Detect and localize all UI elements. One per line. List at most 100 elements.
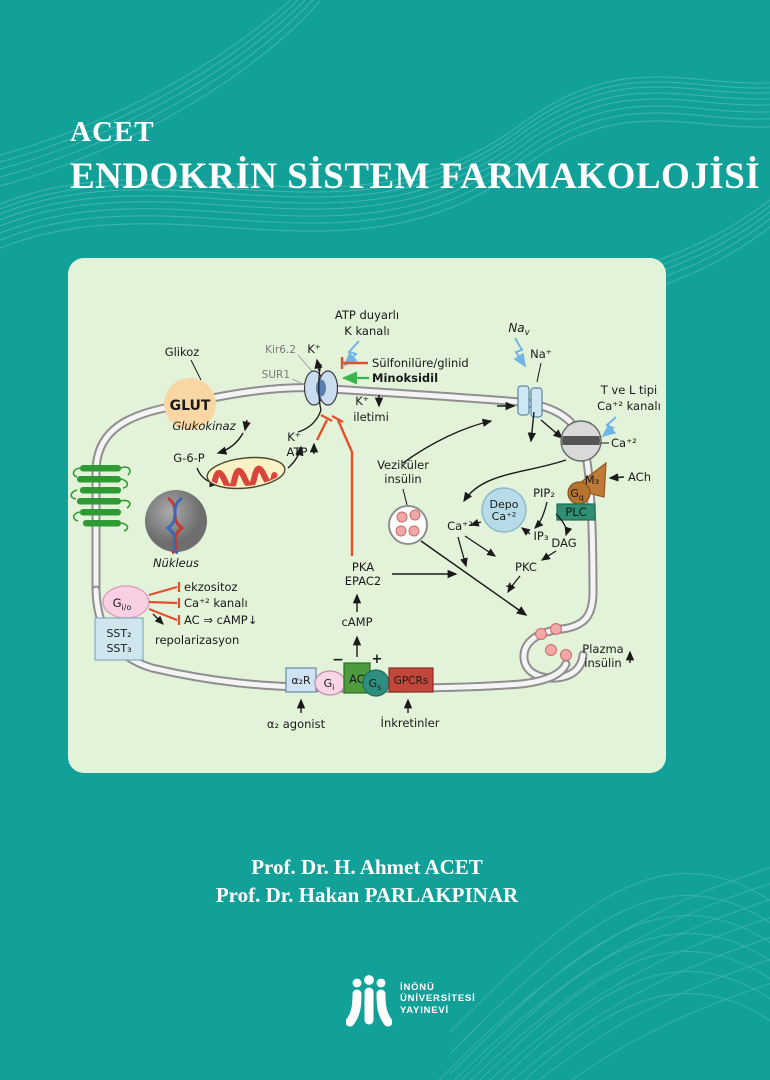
label-k-below: K⁺ [287,430,301,444]
mito-to-atp-arrow [287,445,304,469]
label-minus: − [332,652,344,668]
store-to-ca-arrow [469,519,482,527]
label-vezikuler-2: insülin [384,472,421,486]
publisher-line-3: YAYINEVİ [400,1004,450,1016]
na-channel [517,385,543,418]
label-k-iletim: K⁺ [355,394,369,408]
label-g6p: G-6-P [173,451,205,465]
book-title: ENDOKRİN SİSTEM FARMAKOLOJİSİ [70,156,761,197]
label-ca-channel: Ca⁺² [611,436,637,450]
gio-protein [102,585,150,619]
gio-repolarization-arrow [152,613,164,625]
label-tl-2: Ca⁺² kanalı [597,399,661,413]
vesicle-to-exocytosis-arrow [420,540,528,616]
ip3-to-store-arrow [520,527,531,536]
glut-transporter [164,378,216,430]
label-depo-2: Ca⁺² [492,510,517,523]
label-ac-camp: AC ⇒ cAMP↓ [184,613,257,627]
label-pkc-plus: + [505,579,515,593]
pathway-diagram-card: Glikoz GLUT Glukokinaz G-6-P Nükleus [68,258,666,773]
label-nukleus: Nükleus [153,556,199,570]
label-sur1: SUR1 [262,369,290,381]
glukokinaz-to-g6p-arrow [216,432,244,455]
kir62-pointer [297,354,313,372]
pip2-to-ip3-arrow [534,501,548,529]
publisher-line-1: İNÖNÜ [400,981,435,993]
endoplasmic-reticulum [70,465,131,532]
authors-block: Prof. Dr. H. Ahmet ACET Prof. Dr. Hakan … [68,855,666,911]
label-kir62: Kir6.2 [265,344,296,356]
title-block: ACET ENDOKRİN SİSTEM FARMAKOLOJİSİ [70,116,761,197]
author-2: Prof. Dr. Hakan PARLAKPINAR [215,883,519,907]
k-efflux-arrow [314,358,323,372]
label-plazma-2: insülin [584,656,621,670]
label-pip2: PIP₂ [533,486,555,500]
label-plazma-1: Plazma [582,642,623,656]
sst-receptors [94,617,144,661]
label-a2r: α₂R [291,674,311,687]
label-epac2: EPAC2 [345,574,381,588]
label-iletimi: iletimi [353,410,389,424]
plc-enzyme [556,503,596,521]
label-ca-cytosol: Ca⁺² [447,519,473,533]
label-k-top: K⁺ [307,342,321,356]
plc-to-dag-arrow [555,513,573,537]
label-pka: PKA [352,560,374,574]
label-gi: Gi [324,677,335,692]
label-atp: ATP [287,445,308,459]
label-repolarizasyon: repolarizasyon [155,633,239,647]
label-plus: + [372,652,383,667]
label-gpcrs: GPCRs [394,675,429,687]
label-vezikuler-1: Veziküler [377,458,429,472]
label-glut: GLUT [170,398,211,414]
sulfonilure-inhibit-line [340,357,368,369]
label-inkretinler: İnkretinler [381,715,440,730]
lightning-katp [343,340,360,367]
katp-channel [303,363,339,411]
label-a2-agonist: α₂ agonist [267,717,326,731]
depolarization-arrow [402,418,493,464]
publisher-line-2: ÜNİVERSİTESİ [400,993,476,1005]
glukokinaz-down-arrow [242,419,251,432]
label-m3: M₃ [585,473,600,487]
gio-inhibit-lines [148,582,181,625]
released-insulin-granules [535,623,572,661]
label-ac: AC [349,672,365,686]
ca-down-arrow [457,536,468,568]
mitochondrion [206,456,286,490]
label-tl-1: T ve L tipi [600,383,657,397]
label-ach: ACh [628,470,651,484]
lightning-ca-channel [601,416,617,438]
pka-inhibit-katp-line [331,414,354,556]
label-pkc: PKC [515,560,537,574]
lightning-nav [513,337,527,368]
label-gq: Gq [570,487,584,502]
ach-arrow [608,473,625,482]
atp-inhibit-katp [315,413,333,441]
label-minoksidil: Minoksidil [372,371,438,385]
beta-cell-insulin-pathway-diagram: Glikoz GLUT Glukokinaz G-6-P Nükleus [70,308,661,731]
label-glikoz: Glikoz [165,345,200,359]
label-na-plus: Na⁺ [530,347,552,361]
publisher-block: İNÖNÜ ÜNİVERSİTESİ YAYINEVİ [346,970,476,1028]
vesicle-pointer [402,488,408,506]
label-atp-duyarli-1: ATP duyarlı [335,308,399,322]
nucleus [145,490,207,555]
ca-store [481,487,527,533]
glikoz-pointer-line [190,359,202,381]
insulin-vesicle [388,505,428,545]
label-sst3: SST₃ [106,642,131,655]
label-sst2: SST₂ [106,627,131,640]
label-gs: Gs [369,677,382,692]
label-depo-1: Depo [490,498,519,511]
label-plc: PLC [565,505,586,519]
ca-channel [560,420,602,462]
series-title: ACET [70,116,155,148]
label-gio: Gi/o [113,596,132,612]
label-sulfonilure: Sülfonilüre/glinid [372,356,469,370]
publisher-logo-icon [346,975,392,1027]
ca-to-pkc-arrow [464,535,497,557]
label-ca-kanali: Ca⁺² kanalı [184,596,248,610]
dag-to-pkc-arrow [540,550,557,561]
